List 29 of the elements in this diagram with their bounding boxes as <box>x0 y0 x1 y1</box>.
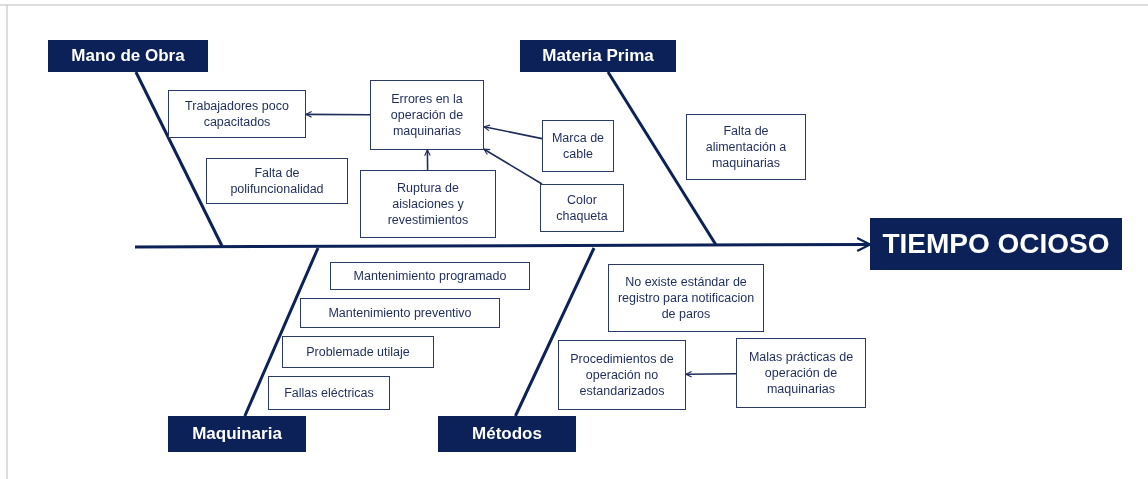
fishbone-line <box>243 247 320 417</box>
category-box: Materia Prima <box>520 40 676 72</box>
fishbone-line <box>134 71 224 247</box>
cause-box: Errores en la operación de maquinarias <box>370 80 484 150</box>
category-box: Mano de Obra <box>48 40 208 72</box>
arrow <box>424 149 431 171</box>
category-box: Maquinaria <box>168 416 306 452</box>
cause-box: Color chaqueta <box>540 184 624 232</box>
arrow <box>483 124 543 140</box>
cause-box: Fallas eléctricas <box>268 376 390 410</box>
cause-box: Falta de alimentación a maquinarias <box>686 114 806 180</box>
cause-box: Mantenimiento programado <box>330 262 530 290</box>
spine-arrow <box>135 236 872 252</box>
cause-box: Marca de cable <box>542 120 614 172</box>
cause-box: Mantenimiento preventivo <box>300 298 500 328</box>
arrow <box>483 148 543 185</box>
cause-box: No existe estándar de registro para notificacion de paros <box>608 264 764 332</box>
cause-box: Trabajadores poco capacitados <box>168 90 306 138</box>
cause-box: Procedimientos de operación no estandarizados <box>558 340 686 410</box>
cause-box: Malas prácticas de operación de maquinarias <box>736 338 866 408</box>
fishbone-line <box>606 71 718 246</box>
arrow <box>305 111 371 118</box>
category-box: Métodos <box>438 416 576 452</box>
cause-box: Falta de polifuncionalidad <box>206 158 348 204</box>
arrow <box>685 370 737 378</box>
effect-box: TIEMPO OCIOSO <box>870 218 1122 270</box>
cause-box: Problemade utilaje <box>282 336 434 368</box>
cause-box: Ruptura de aislaciones y revestimientos <box>360 170 496 238</box>
fishbone-line <box>514 247 596 417</box>
